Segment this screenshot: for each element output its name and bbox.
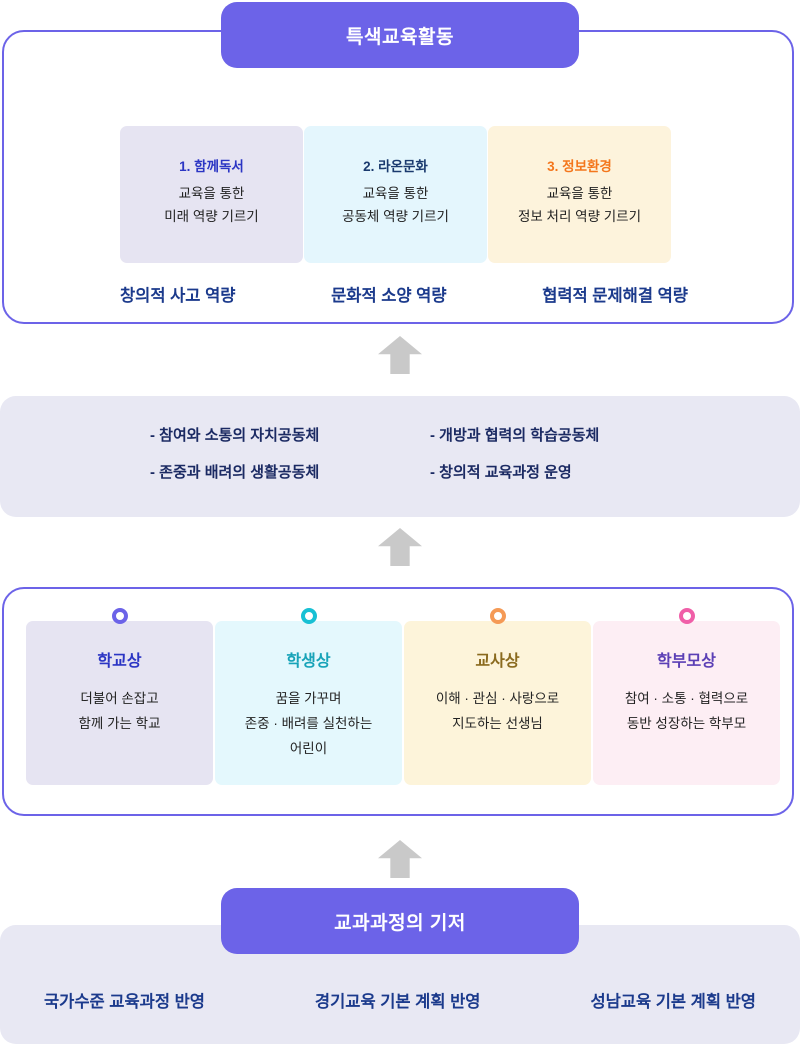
activity-card-list: 1. 함께독서 교육을 통한 미래 역량 기르기 2. 라온문화 교육을 통한 … [120,126,688,263]
role-card-teacher-line-2: 지도하는 선생님 [452,715,543,731]
community-panel: - 참여와 소통의 자치공동체 - 개방과 협력의 학습공동체 - 존중과 배려… [0,396,800,517]
activity-card-2-title: 2. 라온문화 [363,159,428,174]
role-card-parent[interactable]: 학부모상 참여 · 소통 · 협력으로 동반 성장하는 학부모 [593,608,780,785]
activities-title-pill: 특색교육활동 [221,2,579,68]
arrow-up-icon [378,840,422,878]
role-card-school-line-1: 더불어 손잡고 [80,691,159,706]
activity-card-1-line-2: 미래 역량 기르기 [164,209,259,225]
role-card-student-line-1: 꿈을 가꾸며 [275,691,342,706]
circle-marker-icon [489,608,506,624]
competency-item-2: 문화적 소양 역량 [331,287,447,305]
activity-card-2[interactable]: 2. 라온문화 교육을 통한 공동체 역량 기르기 [304,126,487,263]
role-card-school-title: 학교상 [97,653,142,670]
role-card-student-title: 학생상 [286,653,331,670]
role-card-school[interactable]: 학교상 더불어 손잡고 함께 가는 학교 [26,608,213,785]
role-card-teacher-title: 교사상 [475,653,520,670]
community-item-3: - 존중과 배려의 생활공동체 [150,464,320,481]
role-card-school-line-2: 함께 가는 학교 [78,715,161,731]
role-card-student-line-2: 존중 · 배려를 실천하는 [244,715,373,731]
activity-card-1-title: 1. 함께독서 [179,159,244,174]
role-card-parent-line-2: 동반 성장하는 학부모 [626,715,747,731]
activity-card-3[interactable]: 3. 정보환경 교육을 통한 정보 처리 역량 기르기 [488,126,671,263]
base-title-label: 교과과정의 기저 [334,912,466,934]
competency-item-1: 창의적 사고 역량 [120,287,236,305]
circle-marker-icon [111,608,128,624]
activity-card-2-line-1: 교육을 통한 [362,185,429,201]
base-item-3: 성남교육 기본 계획 반영 [590,993,756,1011]
role-card-student-line-3: 어린이 [289,740,328,756]
circle-marker-icon [300,608,317,624]
base-title-pill: 교과과정의 기저 [221,888,579,954]
activity-card-1-line-1: 교육을 통한 [178,185,245,201]
role-card-teacher[interactable]: 교사상 이해 · 관심 · 사랑으로 지도하는 선생님 [404,608,591,785]
activities-panel: 1. 함께독서 교육을 통한 미래 역량 기르기 2. 라온문화 교육을 통한 … [2,30,794,324]
base-item-1: 국가수준 교육과정 반영 [44,993,205,1011]
circle-marker-icon [678,608,695,624]
roles-panel: 학교상 더불어 손잡고 함께 가는 학교 학생상 꿈을 가꾸며 존중 · 배려를… [2,587,794,816]
role-card-student[interactable]: 학생상 꿈을 가꾸며 존중 · 배려를 실천하는 어린이 [215,608,402,785]
arrow-up-icon [378,336,422,374]
activity-card-2-line-2: 공동체 역량 기르기 [342,209,449,225]
community-item-2: - 개방과 협력의 학습공동체 [430,427,600,444]
community-item-4: - 창의적 교육과정 운영 [430,464,572,481]
competency-row: 창의적 사고 역량 문화적 소양 역량 협력적 문제해결 역량 [120,282,688,306]
activity-card-3-line-1: 교육을 통한 [546,185,613,201]
activity-card-1[interactable]: 1. 함께독서 교육을 통한 미래 역량 기르기 [120,126,303,263]
role-card-list: 학교상 더불어 손잡고 함께 가는 학교 학생상 꿈을 가꾸며 존중 · 배려를… [26,608,782,785]
competency-item-3: 협력적 문제해결 역량 [542,287,688,305]
base-item-2: 경기교육 기본 계획 반영 [314,993,481,1011]
arrow-up-icon [378,528,422,566]
role-card-teacher-line-1: 이해 · 관심 · 사랑으로 [435,691,560,706]
role-card-parent-title: 학부모상 [657,653,716,670]
role-card-parent-line-1: 참여 · 소통 · 협력으로 [624,691,749,706]
base-list: 국가수준 교육과정 반영 경기교육 기본 계획 반영 성남교육 기본 계획 반영 [44,988,756,1012]
community-list: - 참여와 소통의 자치공동체 - 개방과 협력의 학습공동체 - 존중과 배려… [150,424,670,482]
activity-card-3-line-2: 정보 처리 역량 기르기 [517,209,642,225]
activity-card-3-title: 3. 정보환경 [547,159,612,174]
community-item-1: - 참여와 소통의 자치공동체 [150,427,320,444]
activities-title-label: 특색교육활동 [346,26,454,48]
